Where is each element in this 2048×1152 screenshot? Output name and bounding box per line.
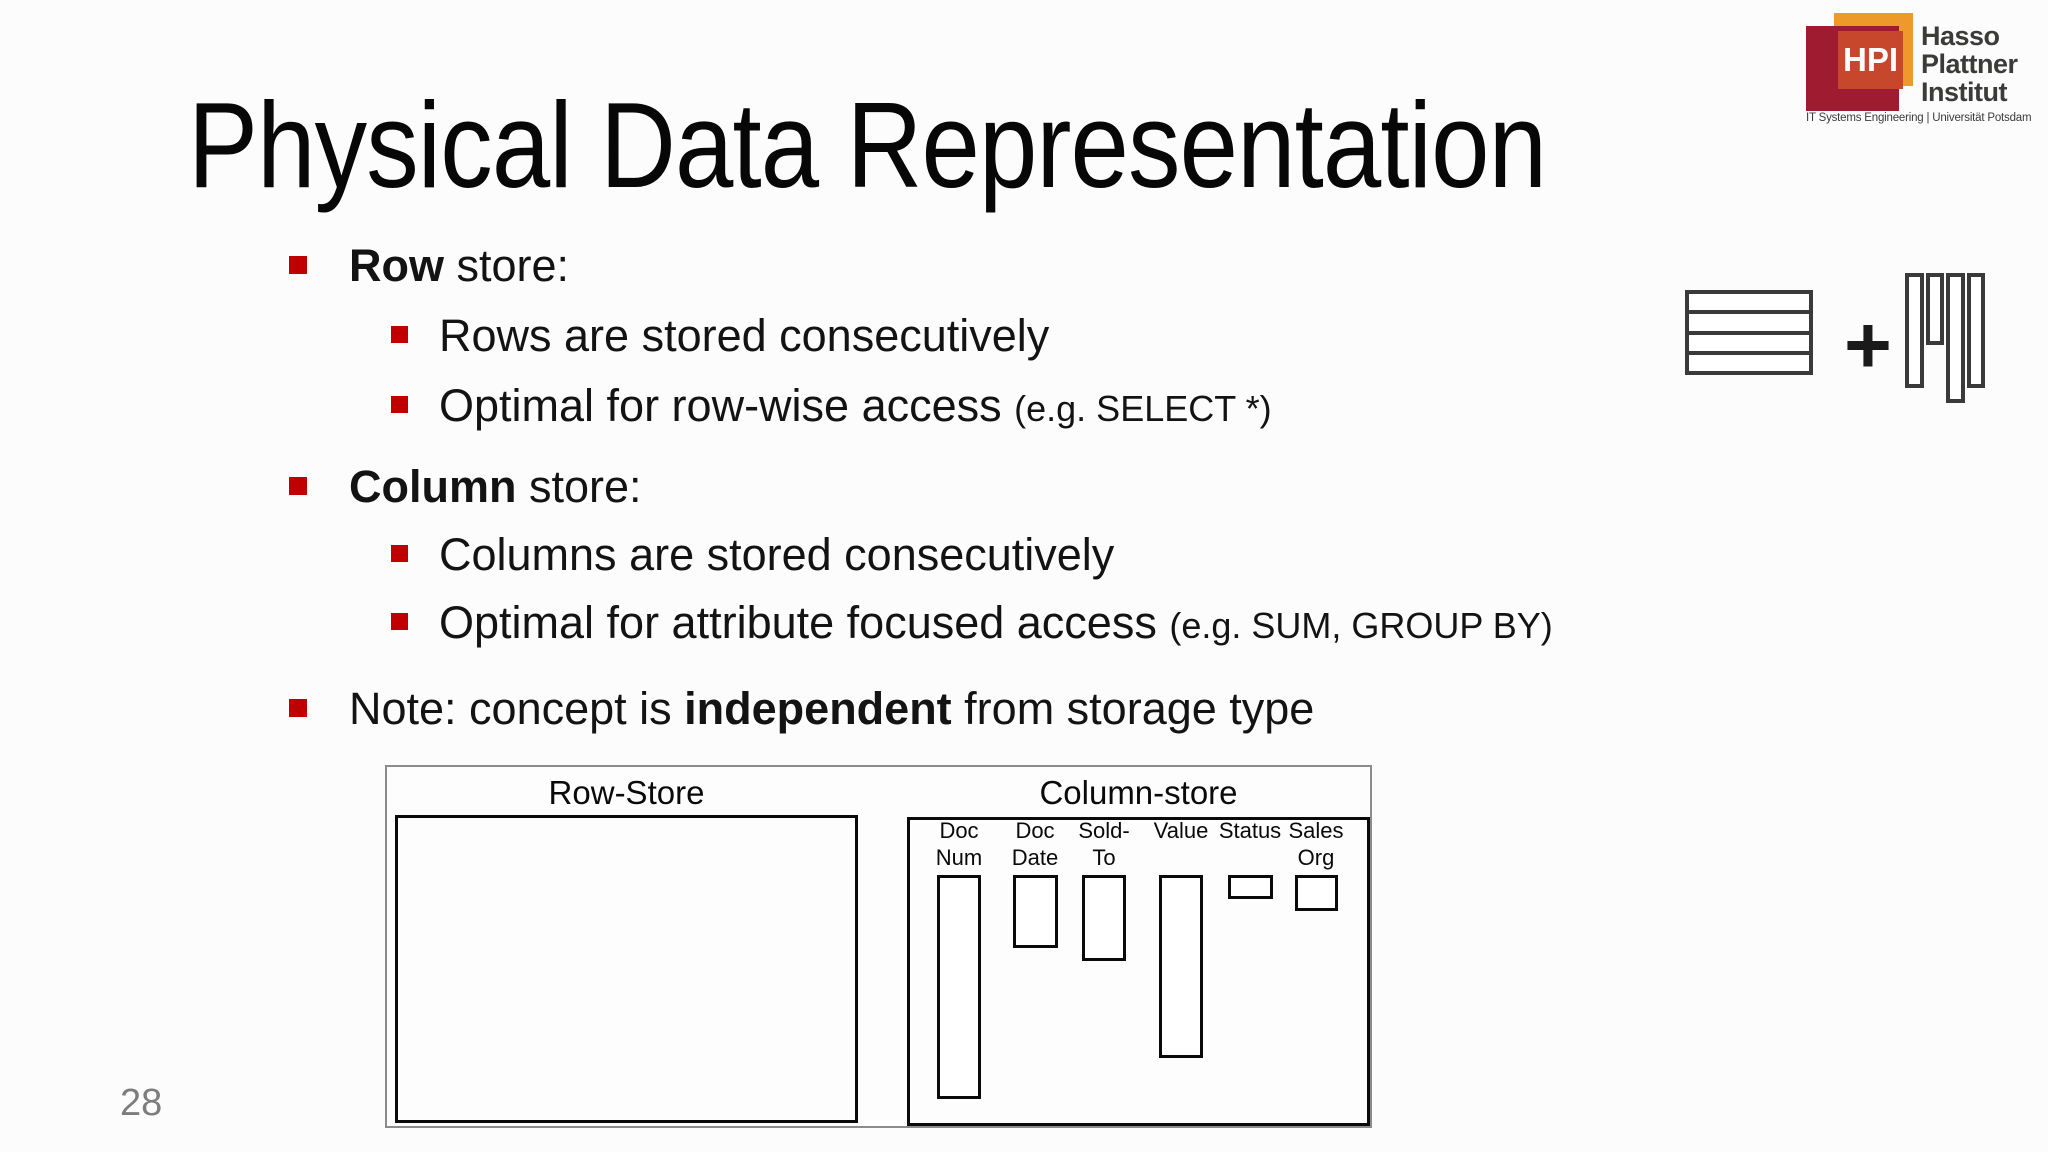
bullet-row-store-bold: Row (349, 240, 444, 291)
column-header-sold-to: Sold- To (1078, 818, 1130, 870)
bullet-row-store: Row store: (349, 240, 569, 292)
bullet-note-pre: Note: concept is (349, 683, 685, 734)
logo-hpi-square: HPI (1838, 31, 1903, 89)
row-stripe (1689, 310, 1809, 331)
column-bar-sold-to (1082, 875, 1126, 961)
bullet-square (289, 477, 307, 495)
column-header-status: Status (1218, 818, 1282, 843)
logo-name-line: Plattner (1921, 49, 2018, 79)
storage-diagram: Row-Store Row 1 Row 2 Row 3 Row 4 Col (385, 765, 1372, 1128)
bullet-square (391, 396, 408, 413)
logo-name-line: Institut (1921, 77, 2007, 107)
column-bar (1967, 273, 1985, 388)
column-store-box (907, 817, 1370, 1126)
row-stripe (1689, 294, 1809, 311)
bullet-note: Note: concept is independent from storag… (349, 683, 1314, 735)
column-bar (1946, 273, 1965, 403)
row-store-diagram-title: Row-Store (548, 774, 705, 811)
bullet-square (289, 256, 307, 274)
bullet-square (391, 613, 408, 630)
column-header-value: Value (1153, 818, 1209, 843)
bullet-attribute-main: Optimal for attribute focused access (439, 597, 1170, 648)
bullet-square (391, 326, 408, 343)
plus-icon: + (1844, 300, 1892, 391)
column-bar-status (1228, 875, 1273, 899)
bullet-square (391, 545, 408, 562)
page-number: 28 (120, 1082, 163, 1124)
column-bar-value (1159, 875, 1203, 1058)
column-bar-doc-num (937, 875, 981, 1099)
row-store-box (395, 815, 858, 1123)
bullet-attribute-access: Optimal for attribute focused access (e.… (439, 597, 1553, 652)
logo-hpi-text: HPI (1842, 41, 1898, 78)
bullet-column-store-bold: Column (349, 461, 517, 512)
bullet-square (289, 699, 307, 717)
row-stripe (1689, 350, 1809, 371)
bullet-column-store-rest: store: (516, 461, 642, 512)
row-store-icon (1685, 290, 1813, 375)
bullet-row-store-rest: store: (444, 240, 570, 291)
column-bar (1905, 273, 1924, 388)
column-bar (1926, 273, 1944, 345)
bullet-row-wise-paren: (e.g. SELECT *) (1014, 388, 1272, 429)
bullet-column-store: Column store: (349, 461, 642, 513)
bullet-note-bold: independent (684, 683, 952, 734)
bullet-columns-consecutive: Columns are stored consecutively (439, 529, 1115, 580)
column-header-sales-org: Sales Org (1288, 818, 1344, 870)
column-header-doc-date: Doc Date (1011, 818, 1059, 870)
logo-institute-name: Hasso Plattner Institut (1921, 22, 2018, 106)
bullet-row-wise-access: Optimal for row-wise access (e.g. SELECT… (439, 380, 1272, 435)
logo-name-line: Hasso (1921, 21, 2000, 51)
bullet-rows-consecutive: Rows are stored consecutively (439, 310, 1050, 361)
column-bar-sales-org (1295, 875, 1338, 911)
bullet-row-wise-main: Optimal for row-wise access (439, 380, 1015, 431)
bullet-attribute-paren: (e.g. SUM, GROUP BY) (1169, 605, 1553, 646)
row-stripe (1689, 330, 1809, 351)
column-store-diagram-title: Column-store (1039, 774, 1238, 811)
column-header-doc-num: Doc Num (935, 818, 983, 870)
logo-tagline: IT Systems Engineering | Universität Pot… (1806, 112, 2032, 124)
bullet-note-post: from storage type (951, 683, 1315, 734)
column-bar-doc-date (1013, 875, 1058, 948)
page-title: Physical Data Representation (188, 77, 1547, 213)
